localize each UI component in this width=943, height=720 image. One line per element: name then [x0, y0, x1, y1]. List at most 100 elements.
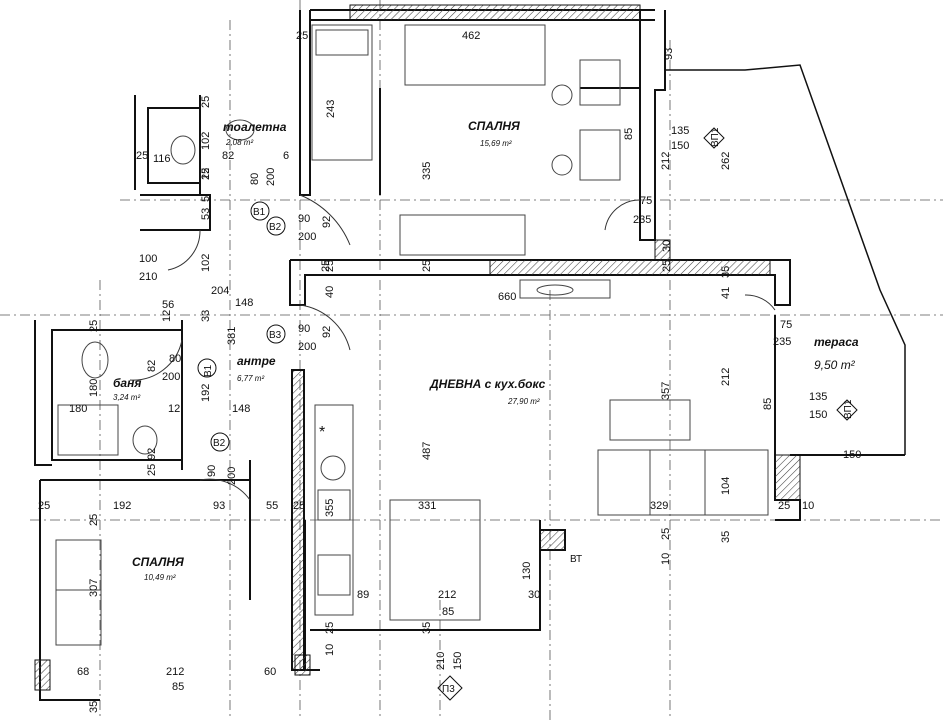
door-tag-texts: B1 B2 B3 B1 B2 ВП1 ВП1 П3 ВТ *: [203, 127, 854, 695]
room-name-bedroom-bottom: СПАЛНЯ: [132, 555, 184, 569]
dim: 10: [660, 553, 672, 565]
dim: 335: [421, 162, 433, 180]
sofa: [597, 449, 769, 516]
window-tag-diamond: [836, 399, 858, 421]
wall-hatches: [34, 4, 801, 691]
dim: 116: [153, 153, 171, 165]
room-name-bedroom-top: СПАЛНЯ: [468, 119, 520, 133]
dim: 200: [298, 341, 316, 353]
dimensions-vertical: 93 243 335 85 212 262 25 102 12 80 200 5…: [88, 48, 774, 713]
door-tag-circle: [266, 216, 286, 236]
room-area-bath: 3,24 m²: [113, 393, 140, 402]
window-tag-diamond: [437, 675, 463, 701]
tag-b2-hall: B2: [213, 438, 226, 449]
coffee-table: [609, 399, 691, 441]
dim: 212: [166, 666, 184, 678]
dim: 41: [720, 287, 732, 299]
dim: 85: [442, 606, 454, 618]
dim: 150: [452, 652, 464, 670]
dim: 25: [778, 500, 790, 512]
dim: 55: [266, 500, 278, 512]
dim: 10: [324, 644, 336, 656]
dim: 82: [146, 360, 158, 372]
dim: 25: [38, 500, 50, 512]
dim: 25: [296, 30, 308, 42]
dim: 462: [462, 30, 480, 42]
dim: 89: [357, 589, 369, 601]
dim: 56: [162, 299, 174, 311]
dim: 90: [206, 465, 218, 477]
dim: 487: [421, 442, 433, 460]
dim: 90: [298, 323, 310, 335]
dim: 92: [146, 448, 158, 460]
dim: 235: [773, 336, 791, 348]
dim: 25: [293, 500, 305, 512]
dim: 25: [324, 622, 336, 634]
dim: 262: [720, 152, 732, 170]
dim: 25: [320, 260, 332, 272]
room-name-toilet: тоалетна: [223, 120, 287, 134]
dim: 329: [650, 500, 668, 512]
dim: 212: [438, 589, 456, 601]
room-area-bedroom-bottom: 10,49 m²: [144, 573, 176, 582]
dim: 33: [200, 310, 212, 322]
dim: 210: [435, 652, 447, 670]
dim: 25: [88, 320, 100, 332]
tag-p1-bottom: ВП1: [843, 399, 854, 419]
room-area-hall: 6,77 m²: [237, 374, 264, 383]
dim: 12: [168, 403, 180, 415]
dim: 30: [528, 589, 540, 601]
dim: 93: [663, 48, 675, 60]
dining-table: [389, 499, 481, 621]
dim: 180: [88, 379, 100, 397]
door-tag-circle: [210, 432, 230, 452]
dimensions: 25 462 135 150 75 235 25 116 82 6 90 200…: [38, 30, 861, 693]
mark-vt: ВТ: [570, 554, 582, 565]
dim: 25: [324, 260, 336, 272]
kitchen-counter: [314, 404, 354, 616]
room-area-living: 27,90 m²: [507, 397, 540, 406]
dim: 130: [521, 562, 533, 580]
furniture: [55, 24, 769, 646]
dim: 85: [623, 128, 635, 140]
dim: 192: [113, 500, 131, 512]
room-area-toilet: 2,08 m²: [225, 138, 253, 147]
bed-top: [311, 24, 373, 161]
door-tag-circle: [197, 358, 217, 378]
dim: 25: [660, 528, 672, 540]
room-name-bath: баня: [113, 376, 141, 390]
dim: 92: [321, 326, 333, 338]
dim: 212: [720, 368, 732, 386]
dim: 35: [88, 701, 100, 713]
dim: 210: [139, 271, 157, 283]
dim: 25: [200, 96, 212, 108]
room-name-living: ДНЕВНА с кух.бокс: [429, 377, 546, 391]
dim: 35: [720, 531, 732, 543]
room-labels: СПАЛНЯ 15,69 m² тоалетна 2,08 m² антре 6…: [113, 119, 859, 582]
dim: 85: [172, 681, 184, 693]
dim: 212: [660, 152, 672, 170]
dim: 80: [169, 353, 181, 365]
dim: 25: [146, 464, 158, 476]
room-name-hall: антре: [237, 354, 276, 368]
walls: [34, 9, 906, 701]
tag-p1-top: ВП1: [710, 127, 721, 147]
dim: 148: [235, 297, 253, 309]
dim: 12: [161, 310, 173, 322]
dim: 200: [226, 467, 238, 485]
dim: 200: [298, 231, 316, 243]
dim: 85: [762, 398, 774, 410]
dim: 75: [640, 195, 652, 207]
tag-b3: B3: [269, 330, 282, 341]
dim: 381: [226, 327, 238, 345]
dim: 35: [720, 266, 732, 278]
door-tag-circle: [250, 201, 270, 221]
dim: 53: [200, 208, 212, 220]
dim: 243: [325, 100, 337, 118]
dim: 93: [213, 500, 225, 512]
tag-p3: П3: [442, 684, 455, 695]
tag-b2-top: B2: [269, 222, 282, 233]
dim: 35: [421, 622, 433, 634]
dim: 357: [660, 382, 672, 400]
